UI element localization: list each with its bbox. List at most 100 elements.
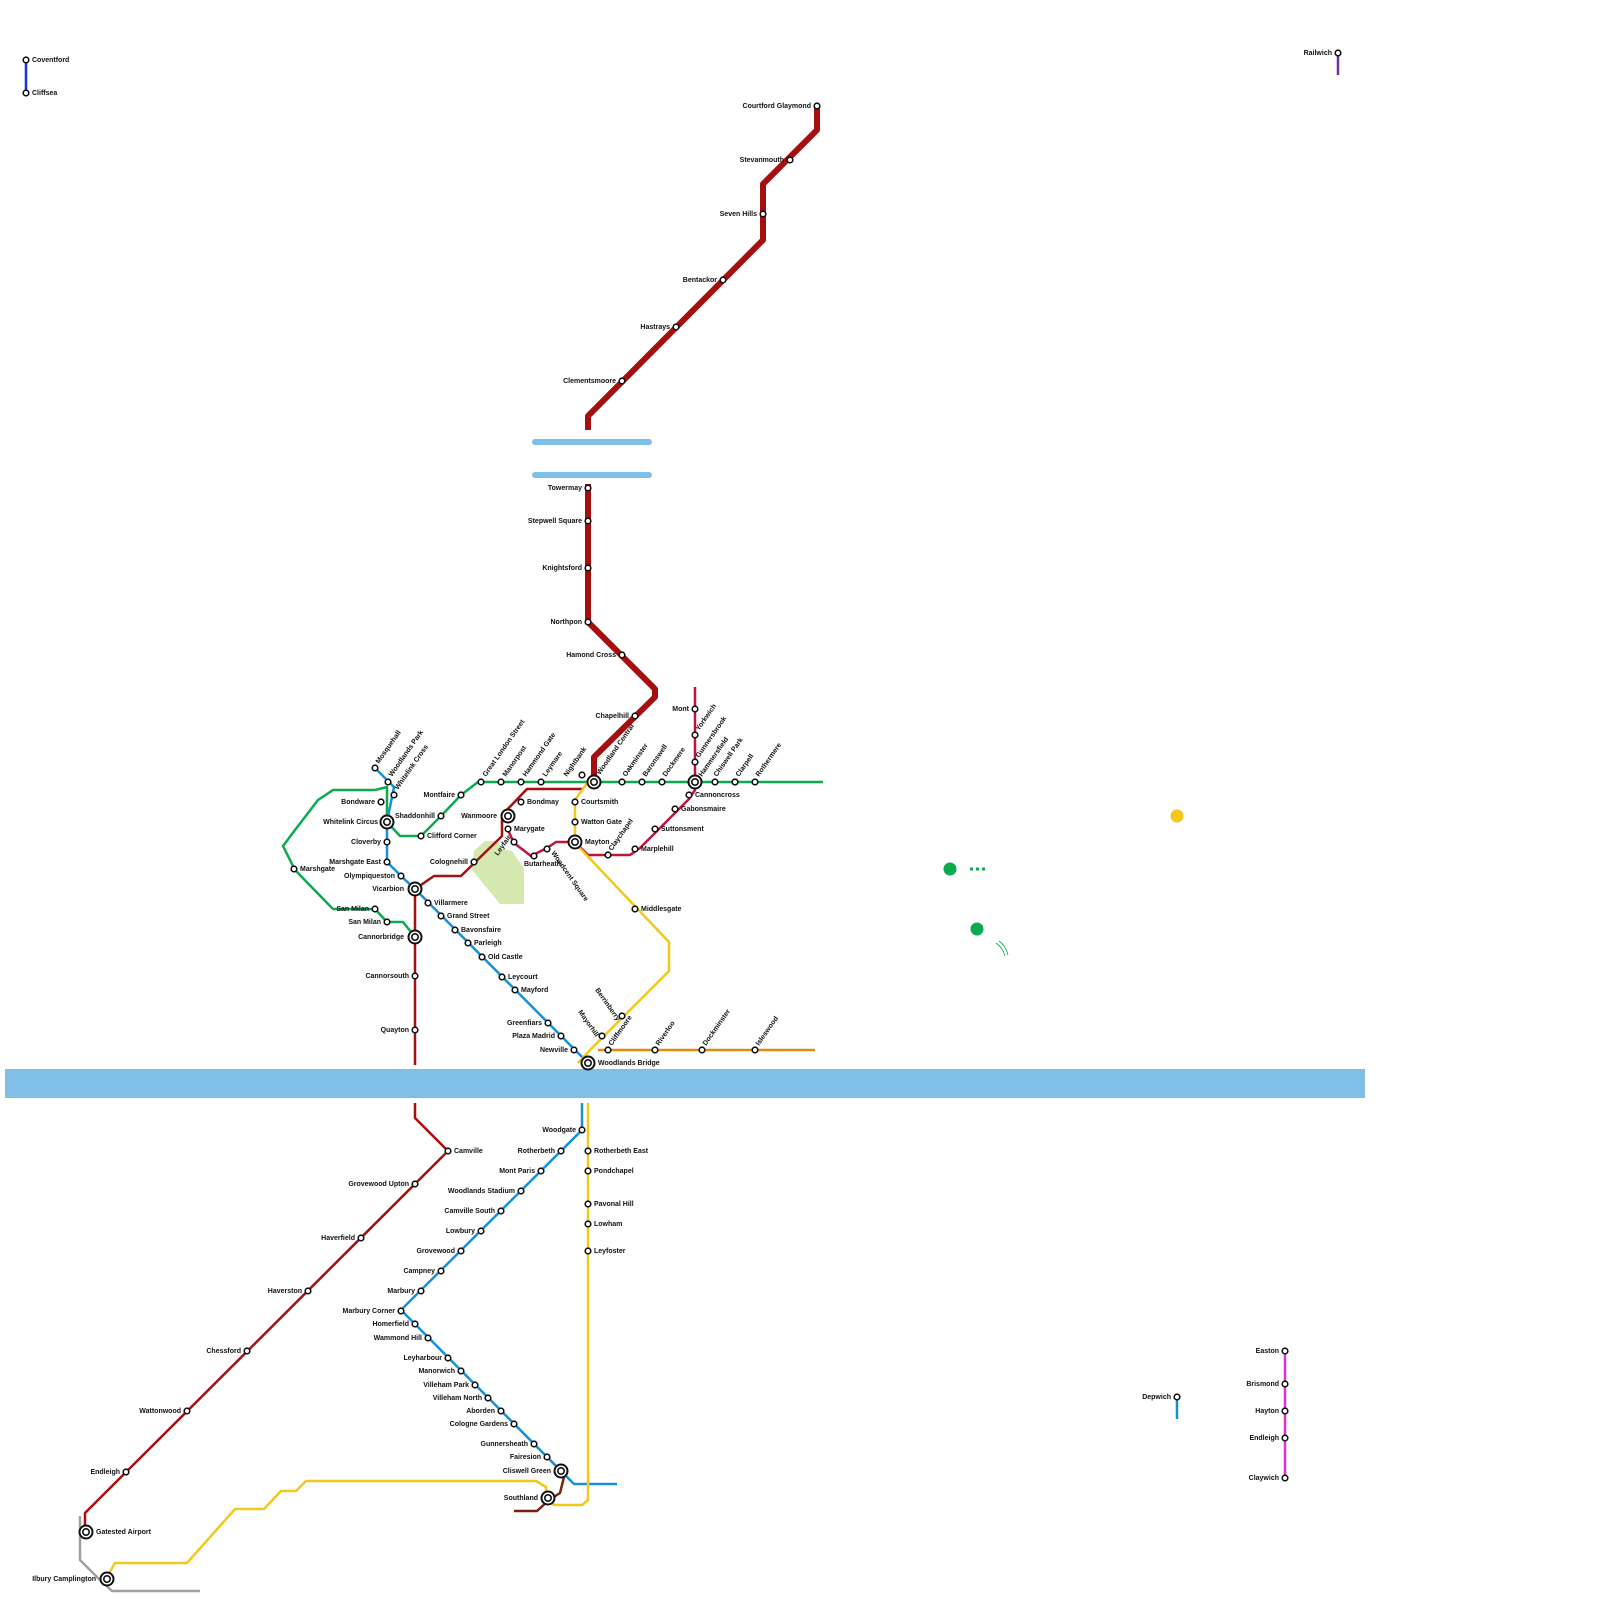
station-olympiqueston[interactable]: Olympiqueston <box>344 873 404 880</box>
station-label: Cannoncross <box>695 792 740 799</box>
green-dot-2 <box>971 923 984 936</box>
station-marker <box>472 1382 478 1388</box>
station-nightbank[interactable]: Nightbank <box>563 746 588 778</box>
station-mayton[interactable]: Mayton <box>569 836 610 849</box>
station-label: Mont Paris <box>499 1168 535 1175</box>
station-wattonwood[interactable]: Wattonwood <box>139 1408 190 1415</box>
station-grovewood-upton[interactable]: Grovewood Upton <box>348 1181 417 1188</box>
station-lowham[interactable]: Lowham <box>585 1221 622 1228</box>
station-marker <box>1282 1408 1288 1414</box>
station-northpon[interactable]: Northpon <box>551 619 591 626</box>
interchange-inner-marker <box>83 1529 89 1535</box>
station-isleswood[interactable]: Isleswood <box>752 1015 780 1052</box>
station-courtsmith[interactable]: Courtsmith <box>572 799 618 806</box>
station-aborden[interactable]: Aborden <box>466 1408 504 1415</box>
station-easton[interactable]: Easton <box>1256 1348 1288 1355</box>
station-stepwell-square[interactable]: Stepwell Square <box>528 518 591 525</box>
station-gatested-airport[interactable]: Gatested Airport <box>80 1526 152 1539</box>
station-cannorbridge[interactable]: Cannorbridge <box>358 931 421 944</box>
station-coventford[interactable]: Coventford <box>23 57 69 64</box>
station-endleigh-east[interactable]: Endleigh <box>1249 1435 1287 1442</box>
station-camville-south[interactable]: Camville South <box>444 1208 503 1215</box>
station-rothermere[interactable]: Rothermere <box>752 742 783 785</box>
station-camville[interactable]: Camville <box>445 1148 483 1155</box>
station-knightsford[interactable]: Knightsford <box>542 565 590 572</box>
station-label: Stepwell Square <box>528 518 582 525</box>
station-villeham-north[interactable]: Villeham North <box>433 1395 491 1402</box>
station-cologne-gardens[interactable]: Cologne Gardens <box>450 1421 517 1428</box>
station-ilbury-camplington[interactable]: Ilbury Camplington <box>32 1573 113 1586</box>
station-rotherbeth-east[interactable]: Rotherbeth East <box>585 1148 649 1155</box>
station-marbury-corner[interactable]: Marbury Corner <box>342 1308 403 1315</box>
station-mont[interactable]: Mont <box>672 706 698 713</box>
station-southland[interactable]: Southland <box>504 1492 555 1505</box>
station-bondmay[interactable]: Bondmay <box>518 799 559 806</box>
station-label: Watton Gate <box>581 819 622 826</box>
station-label: Wammond Hill <box>374 1335 422 1342</box>
station-plaza-madrid[interactable]: Plaza Madrid <box>512 1033 564 1040</box>
station-cannorsouth[interactable]: Cannorsouth <box>365 973 417 980</box>
station-hammond-gate[interactable]: Hammond Gate <box>518 732 557 785</box>
station-cloverby[interactable]: Cloverby <box>351 839 390 846</box>
station-colognehill[interactable]: Colognehill <box>430 859 477 866</box>
station-quayton[interactable]: Quayton <box>381 1027 418 1034</box>
station-pondchapel[interactable]: Pondchapel <box>585 1168 634 1175</box>
station-suttonsment[interactable]: Suttonsment <box>652 826 704 833</box>
station-seven-hills[interactable]: Seven Hills <box>720 211 766 218</box>
station-whitelink-circus[interactable]: Whitelink Circus <box>323 816 393 829</box>
station-wanmoore[interactable]: Wanmoore <box>461 810 514 823</box>
station-newville[interactable]: Newville <box>540 1047 577 1054</box>
station-riverloo[interactable]: Riverloo <box>652 1020 677 1053</box>
station-greenfiars[interactable]: Greenfiars <box>507 1020 551 1027</box>
station-marker <box>518 779 524 785</box>
station-wammond-hill[interactable]: Wammond Hill <box>374 1335 431 1342</box>
station-villeham-park[interactable]: Villeham Park <box>423 1382 478 1389</box>
station-manorwich[interactable]: Manorwich <box>418 1368 463 1375</box>
station-berrinberry[interactable]: Berrinberry <box>593 987 624 1022</box>
line-blue-south <box>401 1103 617 1484</box>
station-marker <box>585 1201 591 1207</box>
station-label: Whitelink Circus <box>323 819 378 826</box>
station-courtford-glaymond[interactable]: Courtford Glaymond <box>743 103 820 110</box>
station-marker <box>585 518 591 524</box>
station-railwich[interactable]: Railwich <box>1304 50 1341 57</box>
station-leyfoster[interactable]: Leyfoster <box>585 1248 626 1255</box>
station-homerfield[interactable]: Homerfield <box>372 1321 417 1328</box>
station-bondware[interactable]: Bondware <box>341 799 384 806</box>
station-clementsmoore[interactable]: Clementsmoore <box>563 378 625 385</box>
station-woodlands-bridge[interactable]: Woodlands Bridge <box>582 1057 660 1070</box>
station-claywich[interactable]: Claywich <box>1249 1475 1288 1482</box>
station-marker <box>418 1288 424 1294</box>
station-marplehill[interactable]: Marplehill <box>632 846 674 853</box>
station-leyharbour[interactable]: Leyharbour <box>403 1355 450 1362</box>
station-gabonsmaire[interactable]: Gabonsmaire <box>672 806 726 813</box>
station-brismond[interactable]: Brismond <box>1246 1381 1287 1388</box>
station-cannoncross[interactable]: Cannoncross <box>686 792 740 799</box>
station-clarpell[interactable]: Clarpell <box>732 753 755 785</box>
station-hayton[interactable]: Hayton <box>1255 1408 1288 1415</box>
station-dockminster[interactable]: Dockminster <box>699 1008 732 1053</box>
station-woodcent-square[interactable]: Woodcent Square <box>544 846 589 903</box>
station-hub-cannon[interactable] <box>689 776 702 789</box>
station-marygate[interactable]: Marygate <box>505 826 545 833</box>
station-cliswell-green[interactable]: Cliswell Green <box>503 1465 568 1478</box>
station-woodlands-stadium[interactable]: Woodlands Stadium <box>448 1188 524 1195</box>
station-marker <box>639 779 645 785</box>
station-clifford-corner[interactable]: Clifford Corner <box>418 833 477 840</box>
station-gunnersheath[interactable]: Gunnersheath <box>481 1441 537 1448</box>
station-san-milan[interactable]: San Milan <box>336 906 377 913</box>
station-depwich[interactable]: Depwich <box>1142 1394 1180 1401</box>
station-towermay[interactable]: Towermay <box>548 485 591 492</box>
station-marshgate-east[interactable]: Marshgate East <box>329 859 390 866</box>
station-watton-gate[interactable]: Watton Gate <box>572 819 622 826</box>
station-pavonal-hill[interactable]: Pavonal Hill <box>585 1201 634 1208</box>
station-mayorhill[interactable]: Mayorhill <box>576 1009 604 1039</box>
station-label: Suttonsment <box>661 826 704 833</box>
station-cliffsea[interactable]: Cliffsea <box>23 90 57 97</box>
station-marker <box>699 1047 705 1053</box>
station-marker <box>412 973 418 979</box>
river-layer <box>5 439 1365 1098</box>
station-marker <box>605 1047 611 1053</box>
station-vicarbion[interactable]: Vicarbion <box>372 883 421 896</box>
station-oakminster[interactable]: Oakminster <box>619 742 650 784</box>
